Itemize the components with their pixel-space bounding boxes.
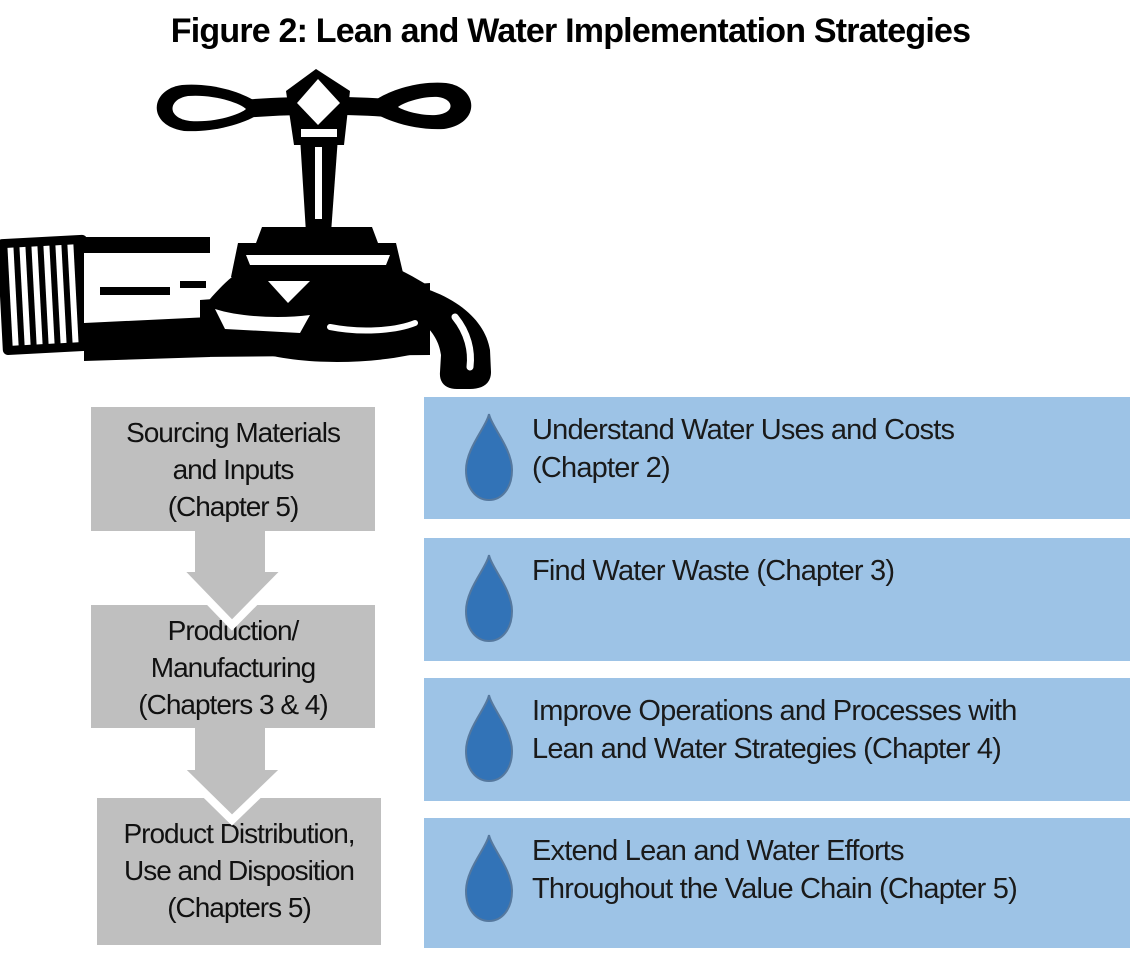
strategy-card-understand-water: Understand Water Uses and Costs (Chapter…: [424, 397, 1130, 519]
water-drop-icon: [464, 413, 514, 502]
strategy-card-improve-operations: Improve Operations and Processes with Le…: [424, 678, 1130, 801]
strategy-text: Extend Lean and Water Efforts Throughout…: [532, 832, 1018, 908]
strategy-line: Understand Water Uses and Costs: [532, 414, 955, 446]
flow-step-line: and Inputs: [172, 454, 295, 485]
flow-step-line: Use and Disposition: [123, 855, 355, 886]
flow-step-sourcing: Sourcing Materials and Inputs (Chapter 5…: [91, 407, 375, 531]
flow-step-line: (Chapters 5): [167, 892, 312, 923]
water-drop-icon: [464, 694, 514, 783]
flow-step-line: Manufacturing: [150, 652, 316, 683]
figure-title: Figure 2: Lean and Water Implementation …: [170, 12, 971, 50]
strategy-line: Find Water Waste (Chapter 3): [532, 555, 895, 587]
water-drop-icon: [464, 554, 514, 643]
flow-step-line: (Chapters 3 & 4): [138, 689, 328, 720]
down-arrow-icon: [170, 728, 295, 826]
flow-step-line: Sourcing Materials: [126, 417, 341, 448]
strategy-line: Throughout the Value Chain (Chapter 5): [532, 873, 1018, 905]
water-drop-icon: [464, 834, 514, 923]
flow-step-line: (Chapter 5): [167, 491, 300, 522]
strategy-line: (Chapter 2): [532, 452, 671, 484]
strategy-line: Extend Lean and Water Efforts: [532, 835, 905, 867]
faucet-icon: [0, 69, 491, 389]
flow-step-distribution: Product Distribution, Use and Dispositio…: [97, 798, 381, 945]
strategy-text: Understand Water Uses and Costs (Chapter…: [532, 411, 955, 487]
strategy-line: Lean and Water Strategies (Chapter 4): [532, 733, 1002, 765]
strategy-line: Improve Operations and Processes with: [532, 695, 1017, 727]
down-arrow-icon: [170, 531, 295, 631]
strategy-text: Find Water Waste (Chapter 3): [532, 552, 895, 590]
flow-step-line: Product Distribution,: [123, 818, 355, 849]
strategy-card-find-waste: Find Water Waste (Chapter 3): [424, 538, 1130, 661]
strategy-card-extend-efforts: Extend Lean and Water Efforts Throughout…: [424, 818, 1130, 948]
strategy-text: Improve Operations and Processes with Le…: [532, 692, 1017, 768]
